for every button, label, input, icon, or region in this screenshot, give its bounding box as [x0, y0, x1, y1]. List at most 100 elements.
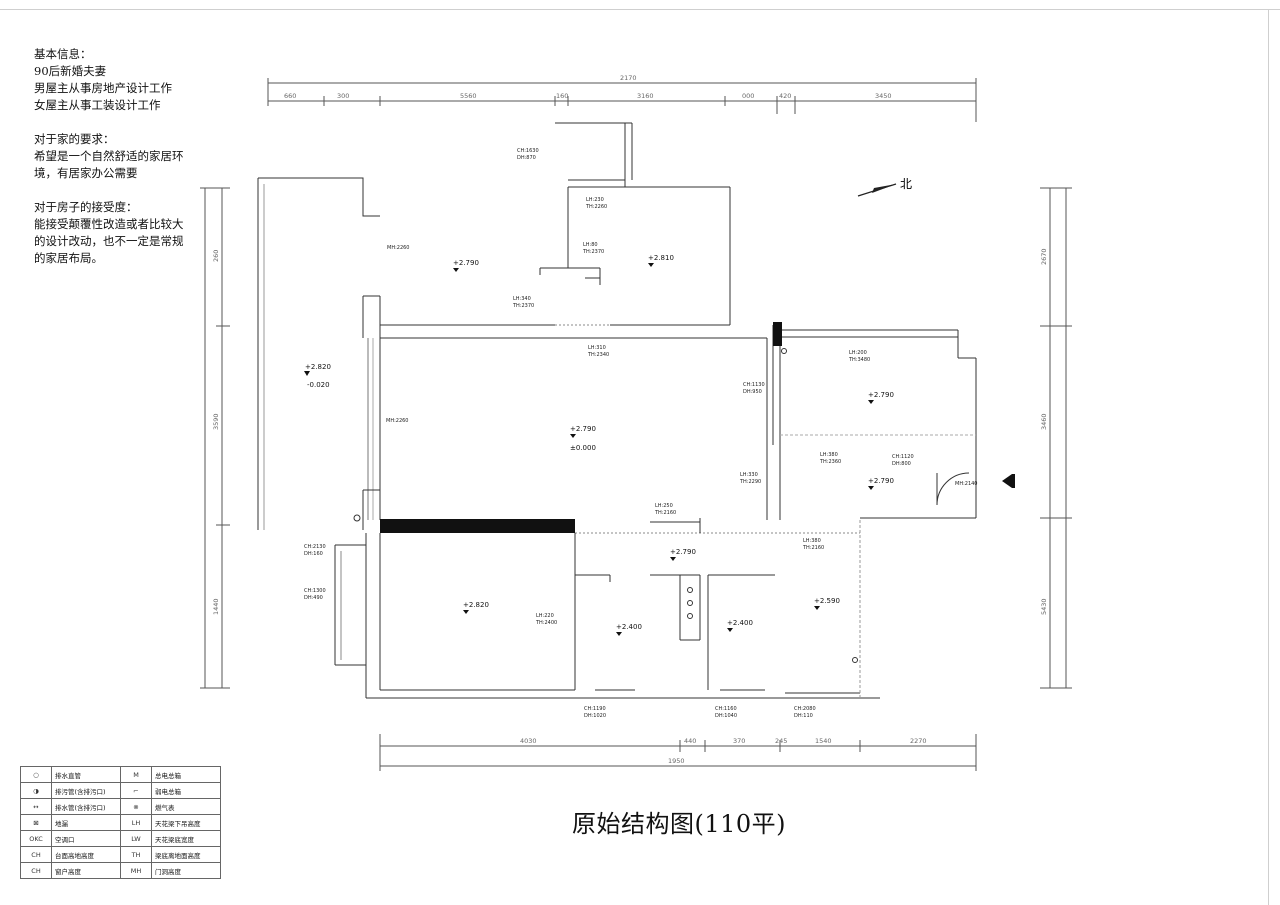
elevation-label: +2.400: [616, 623, 642, 631]
legend-row: ○ 排水直管 M 总电总箱: [20, 766, 221, 783]
legend-row: ⊠ 地漏 LH 天花梁下吊高度: [20, 814, 221, 831]
annotation: DH:800: [892, 461, 911, 467]
annotation: LH:200: [849, 350, 867, 356]
elevation-label: +2.790: [868, 391, 894, 399]
annotation: LH:220: [536, 613, 554, 619]
annotation: CH:1190: [584, 706, 606, 712]
annotation: DH:870: [517, 155, 536, 161]
elevation-marker-icon: [868, 400, 874, 404]
legend-table: ○ 排水直管 M 总电总箱 ◑ 排污管(含排污口) ⌐ 弱电总箱 ↔ 排水管(含…: [20, 766, 221, 879]
dim-bottom: 4030: [520, 737, 537, 745]
legend-symbol: M: [120, 766, 152, 783]
frame-top-border: [0, 9, 1280, 10]
requirements-heading: 对于家的要求：: [34, 132, 115, 146]
legend-symbol: MH: [120, 862, 152, 879]
info-line: 90后新婚夫妻: [34, 64, 107, 78]
annotation: CH:2080: [794, 706, 816, 712]
wall-balcony: [258, 177, 380, 217]
legend-label: 门洞高度: [151, 862, 221, 879]
annotation: TH:2290: [739, 479, 761, 485]
legend-label: 台面高地高度: [51, 846, 121, 863]
dim-left: 1440: [212, 598, 220, 615]
drain-pipe-icon: [687, 613, 693, 619]
elevation-marker-icon: [463, 610, 469, 614]
legend-label: 排水直管: [51, 766, 121, 783]
annotation: TH:2260: [585, 204, 607, 210]
annotation: TH:2400: [535, 620, 557, 626]
elevation-label: +2.820: [463, 601, 489, 609]
legend-label: 天花梁底宽度: [151, 830, 221, 847]
annotation: CH:1160: [715, 706, 737, 712]
dim-bottom: 2270: [910, 737, 927, 745]
legend-label: 排污管(含排污口): [51, 782, 121, 799]
entrance-arrow-icon: [1002, 474, 1012, 488]
dim-bottom: 245: [775, 737, 787, 745]
elevation-label: +2.400: [727, 619, 753, 627]
legend-symbol: ○: [20, 766, 52, 783]
annotation: LH:230: [586, 197, 604, 203]
legend-row: ↔ 排水管(含排污口) ⊗ 燃气表: [20, 798, 221, 815]
annotation: DH:490: [304, 595, 323, 601]
elevation-label: +2.590: [814, 597, 840, 605]
acceptance-heading: 对于房子的接受度：: [34, 200, 138, 214]
drain-pipe-icon: [687, 587, 693, 593]
annotation: MH:2260: [386, 418, 408, 424]
annotation: TH:2370: [582, 249, 604, 255]
annotation: TH:3480: [848, 357, 870, 363]
annotation: LH:380: [820, 452, 838, 458]
legend-label: 地漏: [51, 814, 121, 831]
dim-top: 420: [779, 92, 791, 100]
elevation-label: +2.790: [868, 477, 894, 485]
dim-right: 2670: [1040, 248, 1048, 265]
acceptance-line: 能接受颠覆性改造或者比较大: [34, 217, 184, 231]
elevation-label: -0.020: [307, 381, 330, 389]
legend-label: 窗户高度: [51, 862, 121, 879]
annotation: CH:1120: [892, 454, 914, 460]
north-label: 北: [900, 177, 912, 191]
legend-label: 天花梁下吊高度: [151, 814, 221, 831]
elevation-label: +2.790: [570, 425, 596, 433]
annotation: DH:110: [794, 713, 813, 719]
annotation: DH:160: [304, 551, 323, 557]
annotation: TH:2160: [802, 545, 824, 551]
dim-top: 3160: [637, 92, 654, 100]
legend-symbol: ⊗: [120, 798, 152, 815]
legend-symbol: TH: [120, 846, 152, 863]
info-line: 女屋主从事工装设计工作: [34, 98, 161, 112]
elevation-label: +2.820: [305, 363, 331, 371]
info-line: 男屋主从事房地产设计工作: [34, 81, 172, 95]
elevation-marker-icon: [304, 371, 310, 376]
dim-top: 000: [742, 92, 754, 100]
elevation-label: ±0.000: [570, 444, 596, 452]
annotation: CH:2130: [304, 544, 326, 550]
dim-bottom-total: 1950: [668, 757, 685, 765]
legend-symbol: ⊠: [20, 814, 52, 831]
elevation-marker-icon: [868, 486, 874, 490]
requirements-line: 希望是一个自然舒适的家居环: [34, 149, 184, 163]
annotation: LH:380: [803, 538, 821, 544]
dim-left: 260: [212, 250, 220, 262]
dim-top: 300: [337, 92, 349, 100]
solid-wall-beam: [380, 519, 575, 533]
annotation: TH:2370: [512, 303, 534, 309]
dim-left: 3590: [212, 413, 220, 430]
elevation-marker-icon: [670, 557, 676, 561]
elevation-marker-icon: [453, 268, 459, 272]
legend-label: 弱电总箱: [151, 782, 221, 799]
annotation: MH:2260: [387, 245, 409, 251]
dim-right: 3460: [1040, 413, 1048, 430]
legend-label: 梁底离地面高度: [151, 846, 221, 863]
annotation: DH:950: [743, 389, 762, 395]
elevation-marker-icon: [814, 606, 820, 610]
acceptance-line: 的设计改动，也不一定是常规: [34, 234, 184, 248]
legend-label: 排水管(含排污口): [51, 798, 121, 815]
elevation-label: +2.790: [670, 548, 696, 556]
legend-row: CH 台面高地高度 TH 梁底离地面高度: [20, 846, 221, 863]
dim-top: 5560: [460, 92, 477, 100]
legend-symbol: ⌐: [120, 782, 152, 799]
drain-pipe-icon: [852, 657, 858, 663]
dim-top: 160: [556, 92, 568, 100]
annotation: LH:80: [583, 242, 598, 248]
legend-symbol: CH: [20, 846, 52, 863]
annotation: CH:1630: [517, 148, 539, 154]
